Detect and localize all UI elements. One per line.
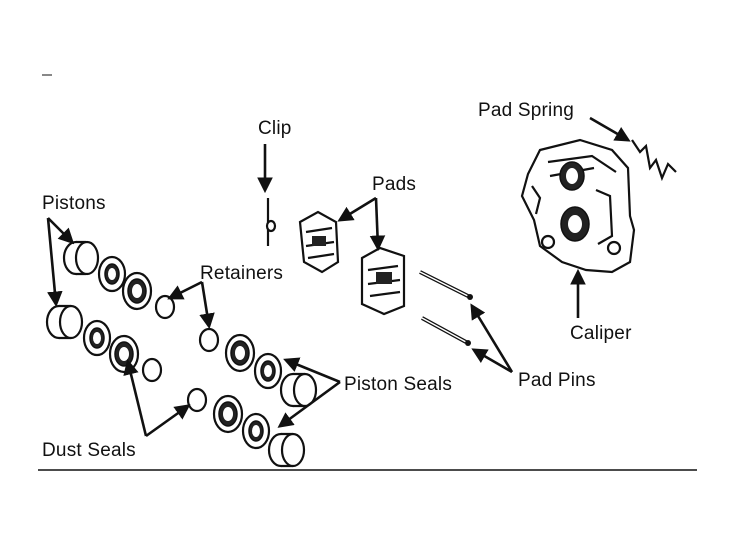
label-pad-pins: Pad Pins (518, 370, 596, 391)
pad-pin-upper (419, 270, 473, 300)
retainer-mid (198, 327, 220, 353)
label-clip: Clip (258, 118, 292, 139)
label-caliper: Caliper (570, 323, 632, 344)
piston-seal-mid-1 (224, 333, 256, 373)
dust-seal-lower-2 (108, 334, 140, 374)
label-pad-spring: Pad Spring (478, 100, 575, 121)
retainer-low (186, 387, 208, 413)
dust-seal-upper (97, 255, 127, 293)
arrow-pads-right (369, 197, 386, 252)
arrow-pistons-upper (47, 217, 75, 245)
arrow-piston-seals-lower (277, 380, 341, 428)
piston-seal-low-2 (241, 412, 271, 450)
dust-seal-lower (82, 319, 112, 357)
arrow-pads-left (337, 196, 377, 222)
label-dust-seals: Dust Seals (42, 440, 136, 461)
label-pads: Pads (372, 174, 417, 195)
piston-mid (279, 372, 318, 408)
retainer-lower-1 (141, 357, 163, 383)
arrow-pistons-lower (46, 217, 63, 308)
piston-upper (62, 240, 100, 276)
pad-spring-part (631, 139, 677, 182)
arrow-dust-seals-right (145, 404, 191, 438)
piston-seal-upper (121, 271, 153, 311)
arrow-dust-seals-left (123, 358, 148, 437)
retainer-upper-1 (154, 294, 176, 320)
label-piston-seals: Piston Seals (344, 374, 453, 395)
label-retainers: Retainers (200, 263, 284, 284)
arrow-piston-seals-upper (283, 357, 341, 384)
piston-lower (45, 304, 84, 340)
clip-part (265, 198, 277, 246)
piston-seal-low-1 (212, 394, 244, 434)
caliper-part (520, 138, 636, 274)
arrow-pad-pins-lower (471, 348, 513, 374)
piston-seal-mid-2 (253, 352, 283, 390)
arrow-retainers-left (167, 280, 203, 300)
pad-right (360, 246, 406, 316)
arrow-pad-pins-upper (470, 303, 514, 373)
pad-pin-lower (421, 316, 471, 346)
arrow-pad-spring (589, 116, 631, 142)
label-pistons: Pistons (42, 193, 106, 214)
arrow-retainers-right (199, 281, 215, 330)
piston-low (267, 432, 306, 468)
pad-left (298, 210, 340, 274)
